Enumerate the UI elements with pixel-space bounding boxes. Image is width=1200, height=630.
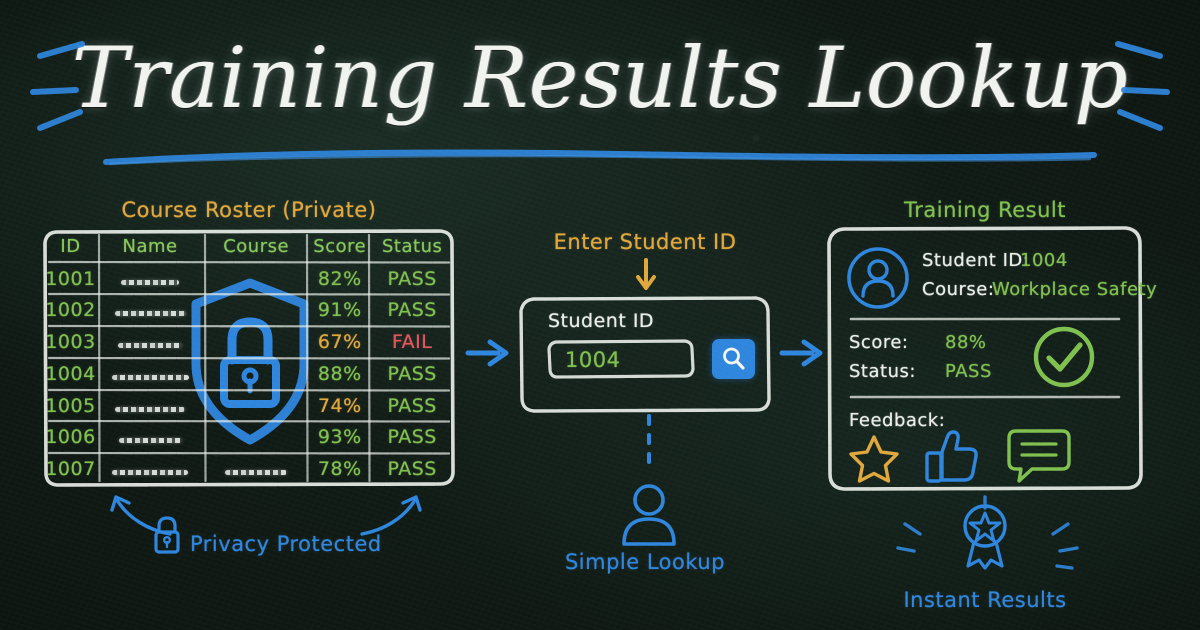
check-circle-icon — [1033, 326, 1095, 388]
cell-score: 78% — [317, 458, 362, 481]
lookup-connector-dashed — [647, 414, 651, 474]
lookup-card: Student ID 1004 — [521, 298, 769, 411]
title-underline — [103, 149, 1097, 166]
result-course-value: Workplace Safety — [992, 279, 1158, 300]
cell-id: 1001 — [45, 267, 96, 290]
cell-status: PASS — [387, 426, 437, 449]
cell-name-redacted — [96, 358, 204, 390]
table-header-row: ID Name Course Score Status — [45, 231, 453, 263]
student-id-input-value: 1004 — [565, 348, 621, 372]
result-status-value: PASS — [945, 361, 992, 382]
column-header-name: Name — [122, 236, 178, 258]
table-row: 1002 91% PASS — [45, 294, 453, 326]
roster-grid — [47, 233, 451, 483]
table-row: 1003 67% FAIL — [45, 326, 453, 358]
comment-bubble-icon[interactable] — [1006, 428, 1072, 484]
cell-status: PASS — [387, 394, 437, 417]
cell-name-redacted — [96, 294, 204, 326]
redaction-bar — [118, 438, 182, 444]
column-header-status: Status — [382, 236, 443, 258]
cell-status: PASS — [387, 362, 437, 385]
thumbs-up-icon[interactable] — [924, 430, 980, 484]
roster-table-body: 1001 82% PASS 1002 91% PASS 1003 67% FAIL 1004 88%… — [45, 263, 453, 485]
person-icon — [622, 484, 676, 546]
result-divider-top — [849, 317, 1121, 321]
redaction-bar — [225, 470, 288, 476]
search-button[interactable] — [712, 339, 755, 379]
cell-score: 67% — [317, 331, 362, 354]
cell-score: 82% — [317, 267, 362, 290]
cell-score: 91% — [317, 299, 362, 322]
result-course-label: Course: — [922, 279, 995, 300]
user-circle-icon — [847, 247, 909, 309]
table-row: 1001 82% PASS — [45, 263, 453, 295]
cell-score: 93% — [317, 426, 362, 449]
arrow-right-icon-left — [465, 339, 509, 367]
cell-id: 1006 — [45, 426, 96, 449]
redaction-bar — [111, 374, 189, 380]
shield-lock-icon — [191, 278, 309, 445]
student-id-input[interactable]: 1004 — [547, 339, 695, 379]
table-row: 1004 88% PASS — [45, 358, 453, 390]
result-score-value: 88% — [945, 332, 987, 353]
result-divider-bottom — [849, 395, 1121, 399]
redaction-bar — [118, 343, 183, 349]
lookup-card-border — [519, 296, 771, 413]
cell-status: PASS — [387, 299, 437, 322]
cell-name-redacted — [96, 453, 204, 485]
cell-course-redacted — [204, 453, 308, 485]
cell-score: 88% — [317, 362, 362, 385]
cell-id: 1007 — [45, 458, 96, 481]
cell-id: 1005 — [45, 394, 96, 417]
column-header-course: Course — [223, 236, 290, 258]
cell-name-redacted — [96, 421, 204, 453]
result-student-id-value: 1004 — [1020, 250, 1068, 271]
result-score-label: Score: — [849, 332, 909, 353]
simple-lookup-label: Simple Lookup — [564, 550, 726, 574]
privacy-arrow-right-icon — [360, 495, 422, 536]
table-row: 1005 74% PASS — [45, 390, 453, 422]
result-student-id-label: Student ID: — [922, 250, 1030, 271]
magnifier-icon — [723, 347, 745, 370]
cell-name-redacted — [96, 263, 204, 295]
student-id-field-label: Student ID — [548, 310, 655, 332]
privacy-protected-label: Privacy Protected — [190, 532, 382, 556]
cell-id: 1003 — [45, 331, 96, 354]
star-icon[interactable] — [848, 434, 900, 484]
arrow-right-icon-right — [779, 339, 823, 367]
redaction-bar — [121, 279, 180, 285]
redaction-bar — [115, 406, 186, 412]
column-header-id: ID — [60, 236, 81, 258]
arrow-down-icon — [636, 258, 656, 290]
cell-id: 1004 — [45, 362, 96, 385]
cell-status: PASS — [387, 458, 437, 481]
cell-status: FAIL — [392, 331, 433, 354]
redaction-bar — [112, 470, 189, 476]
feedback-label: Feedback: — [849, 410, 946, 431]
table-row: 1007 78% PASS — [45, 453, 453, 485]
result-card: Student ID: 1004 Course: Workplace Safet… — [829, 228, 1157, 490]
cell-name-redacted — [96, 326, 204, 358]
redaction-bar — [114, 311, 186, 317]
table-row: 1006 93% PASS — [45, 421, 453, 453]
lookup-caption: Enter Student ID — [553, 230, 737, 254]
roster-caption: Course Roster (Private) — [121, 198, 377, 222]
student-id-input-border — [547, 339, 695, 379]
result-caption: Training Result — [904, 198, 1066, 222]
padlock-icon — [154, 516, 180, 554]
instant-results-label: Instant Results — [903, 588, 1067, 612]
cell-status: PASS — [387, 267, 437, 290]
result-status-label: Status: — [849, 361, 916, 382]
cell-id: 1002 — [45, 299, 96, 322]
page-title: Training Results Lookup — [71, 29, 1129, 127]
column-header-score: Score — [313, 236, 367, 258]
cell-name-redacted — [96, 390, 204, 422]
roster-panel-border — [43, 229, 455, 487]
cell-score: 74% — [317, 394, 362, 417]
result-card-border — [827, 226, 1143, 491]
